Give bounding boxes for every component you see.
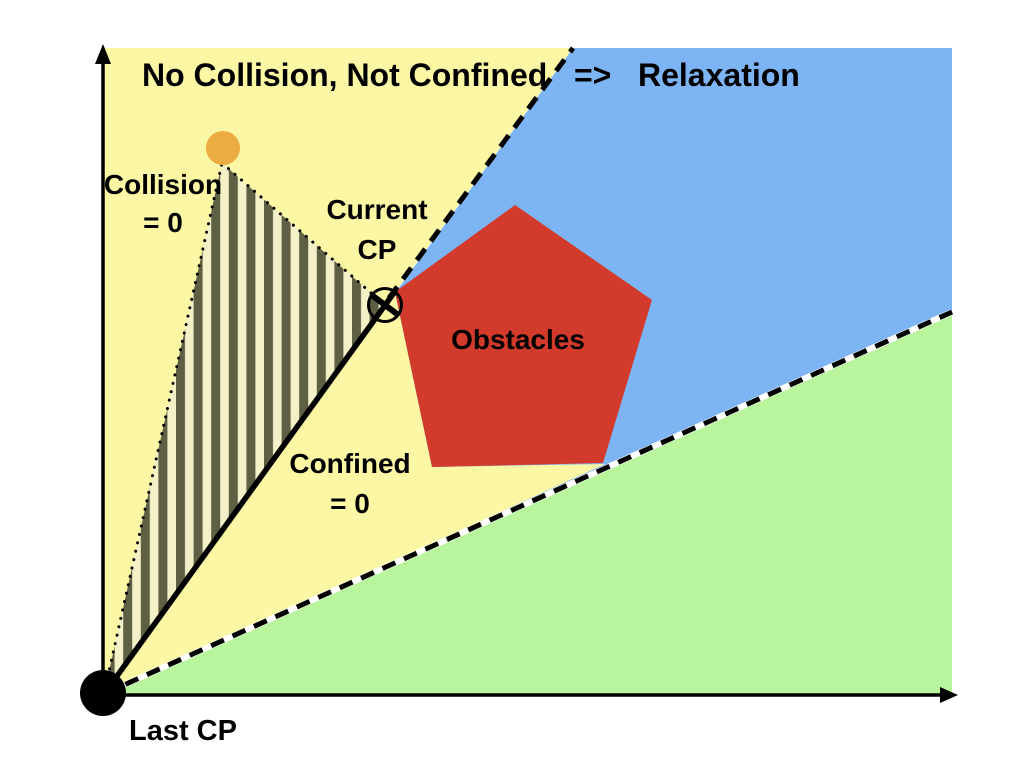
obstacles-label: Obstacles xyxy=(451,324,585,355)
hatched-cone-region xyxy=(104,163,385,694)
green-boundary-underlay xyxy=(102,309,954,697)
collision-zero-label: Collision = 0 xyxy=(104,166,222,242)
candidate-point-marker xyxy=(206,131,240,165)
cone-top-dotted-edge xyxy=(220,161,387,307)
y-axis-arrowhead-icon xyxy=(95,44,111,64)
last-cp-label: Last CP xyxy=(129,715,237,747)
current-cp-label: Current CP xyxy=(326,190,427,270)
current-cp-line2: CP xyxy=(357,234,397,265)
last-cp-point-marker xyxy=(80,670,126,716)
trajectory-line xyxy=(101,288,399,696)
current-cp-line1: Current xyxy=(326,194,428,225)
confined-zero-label: Confined = 0 xyxy=(289,444,410,524)
current-cp-x-stroke xyxy=(371,293,399,317)
relaxation-boundary-dashed-line xyxy=(386,46,576,300)
confined-zero-line2: = 0 xyxy=(330,488,370,519)
current-cp-circled-x-marker xyxy=(367,287,403,323)
collision-zero-line2: = 0 xyxy=(143,207,183,238)
x-axis-arrowhead-icon xyxy=(940,687,958,703)
obstacle-pentagon xyxy=(395,205,652,467)
collision-zero-line1: Collision xyxy=(103,169,223,200)
confined-zero-line1: Confined xyxy=(289,448,411,479)
diagram-title: No Collision, Not Confined => Relaxation xyxy=(142,57,800,93)
